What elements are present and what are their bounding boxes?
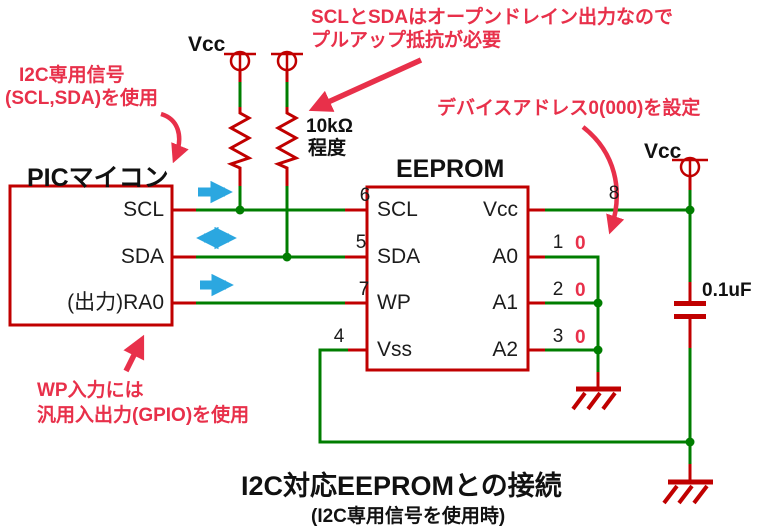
capacitor-plate-top bbox=[674, 301, 706, 306]
pullup-resistor-sda bbox=[273, 70, 300, 257]
resistor-note: 程度 bbox=[308, 138, 347, 159]
eeprom-pin-vcc: Vcc bbox=[482, 198, 518, 221]
a0-strap-value: 0 bbox=[575, 233, 586, 254]
junction-dot bbox=[593, 298, 603, 308]
capacitor-plate-bottom bbox=[674, 314, 706, 319]
junction-dot bbox=[593, 345, 603, 355]
eeprom-pin-a2: A2 bbox=[492, 338, 518, 361]
i2c-annotation-arrow bbox=[160, 111, 189, 164]
pin-number-6: 6 bbox=[359, 185, 371, 206]
pullup-annotation-arrow bbox=[308, 57, 423, 112]
pic-pin-sda: SDA bbox=[120, 245, 164, 268]
wire-a0 bbox=[528, 255, 600, 372]
eeprom-pin-scl: SCL bbox=[377, 198, 418, 221]
eeprom-pin-sda: SDA bbox=[377, 245, 421, 268]
vcc-symbol-right bbox=[672, 156, 708, 178]
pin-number-8: 8 bbox=[608, 183, 620, 204]
annotation-device-address: デバイスアドレス0(000)を設定 bbox=[437, 98, 701, 119]
resistor-value-label: 10kΩ 程度 bbox=[306, 116, 353, 160]
diagram-title: I2C対応EEPROMとの接続 bbox=[241, 471, 562, 501]
annotation-pullup-line1: SCLとSDAはオープンドレイン出力なので bbox=[311, 7, 673, 28]
pin-number-3: 3 bbox=[552, 326, 564, 347]
capacitor-value-label: 0.1uF bbox=[702, 280, 752, 301]
wp-annotation-arrow bbox=[123, 334, 145, 373]
eeprom-title: EEPROM bbox=[396, 155, 505, 183]
pullup-resistor-scl bbox=[226, 70, 253, 210]
annotation-i2c-line2: (SCL,SDA)を使用 bbox=[5, 88, 159, 109]
pin-number-4: 4 bbox=[333, 326, 345, 347]
annotation-wp: WP入力には 汎用入出力(GPIO)を使用 bbox=[37, 378, 249, 428]
pin-number-1: 1 bbox=[552, 232, 564, 253]
annotation-i2c-line1: I2C専用信号 bbox=[19, 65, 125, 86]
a2-strap-value: 0 bbox=[575, 327, 586, 348]
pic-pin-ra0: (出力)RA0 bbox=[67, 291, 164, 314]
capacitor-branch bbox=[674, 210, 706, 442]
eeprom-pin-a1: A1 bbox=[492, 291, 518, 314]
junction-dot bbox=[685, 205, 695, 215]
pin-number-5: 5 bbox=[355, 232, 367, 253]
eeprom-pin-a0: A0 bbox=[492, 245, 518, 268]
address-annotation-arrow bbox=[581, 125, 625, 235]
eeprom-pin-wp: WP bbox=[377, 291, 411, 314]
vcc-symbol-left-2 bbox=[271, 50, 303, 72]
eeprom-box bbox=[365, 185, 530, 372]
vcc-right-label: Vcc bbox=[644, 140, 682, 163]
a1-strap-value: 0 bbox=[575, 280, 586, 301]
annotation-wp-line1: WP入力には bbox=[37, 380, 144, 401]
resistor-zigzag bbox=[226, 107, 253, 172]
wire-a2 bbox=[528, 348, 600, 388]
annotation-pullup: SCLとSDAはオープンドレイン出力なので プルアップ抵抗が必要 bbox=[311, 6, 673, 52]
annotation-wp-line2: 汎用入出力(GPIO)を使用 bbox=[37, 405, 250, 426]
eeprom-pin-vss: Vss bbox=[377, 338, 413, 361]
junction-dot bbox=[282, 252, 292, 262]
pic-title: PICマイコン bbox=[27, 164, 169, 192]
diagram-subtitle: (I2C専用信号を使用時) bbox=[311, 506, 506, 527]
annotation-pullup-line2: プルアップ抵抗が必要 bbox=[311, 30, 502, 51]
resistor-value: 10kΩ bbox=[306, 116, 353, 137]
vcc-symbol-left-1 bbox=[224, 50, 256, 72]
ground-symbol-main bbox=[662, 479, 713, 505]
junction-dot bbox=[685, 437, 695, 447]
annotation-i2c-signal: I2C専用信号 (SCL,SDA)を使用 bbox=[5, 64, 158, 110]
pin-number-2: 2 bbox=[552, 279, 564, 300]
pin-number-7: 7 bbox=[358, 279, 370, 300]
resistor-zigzag bbox=[273, 107, 300, 172]
vcc-left-label: Vcc bbox=[188, 33, 226, 56]
pic-pin-scl: SCL bbox=[123, 198, 164, 221]
junction-dot bbox=[235, 205, 245, 215]
ground-symbol-address bbox=[571, 386, 621, 411]
